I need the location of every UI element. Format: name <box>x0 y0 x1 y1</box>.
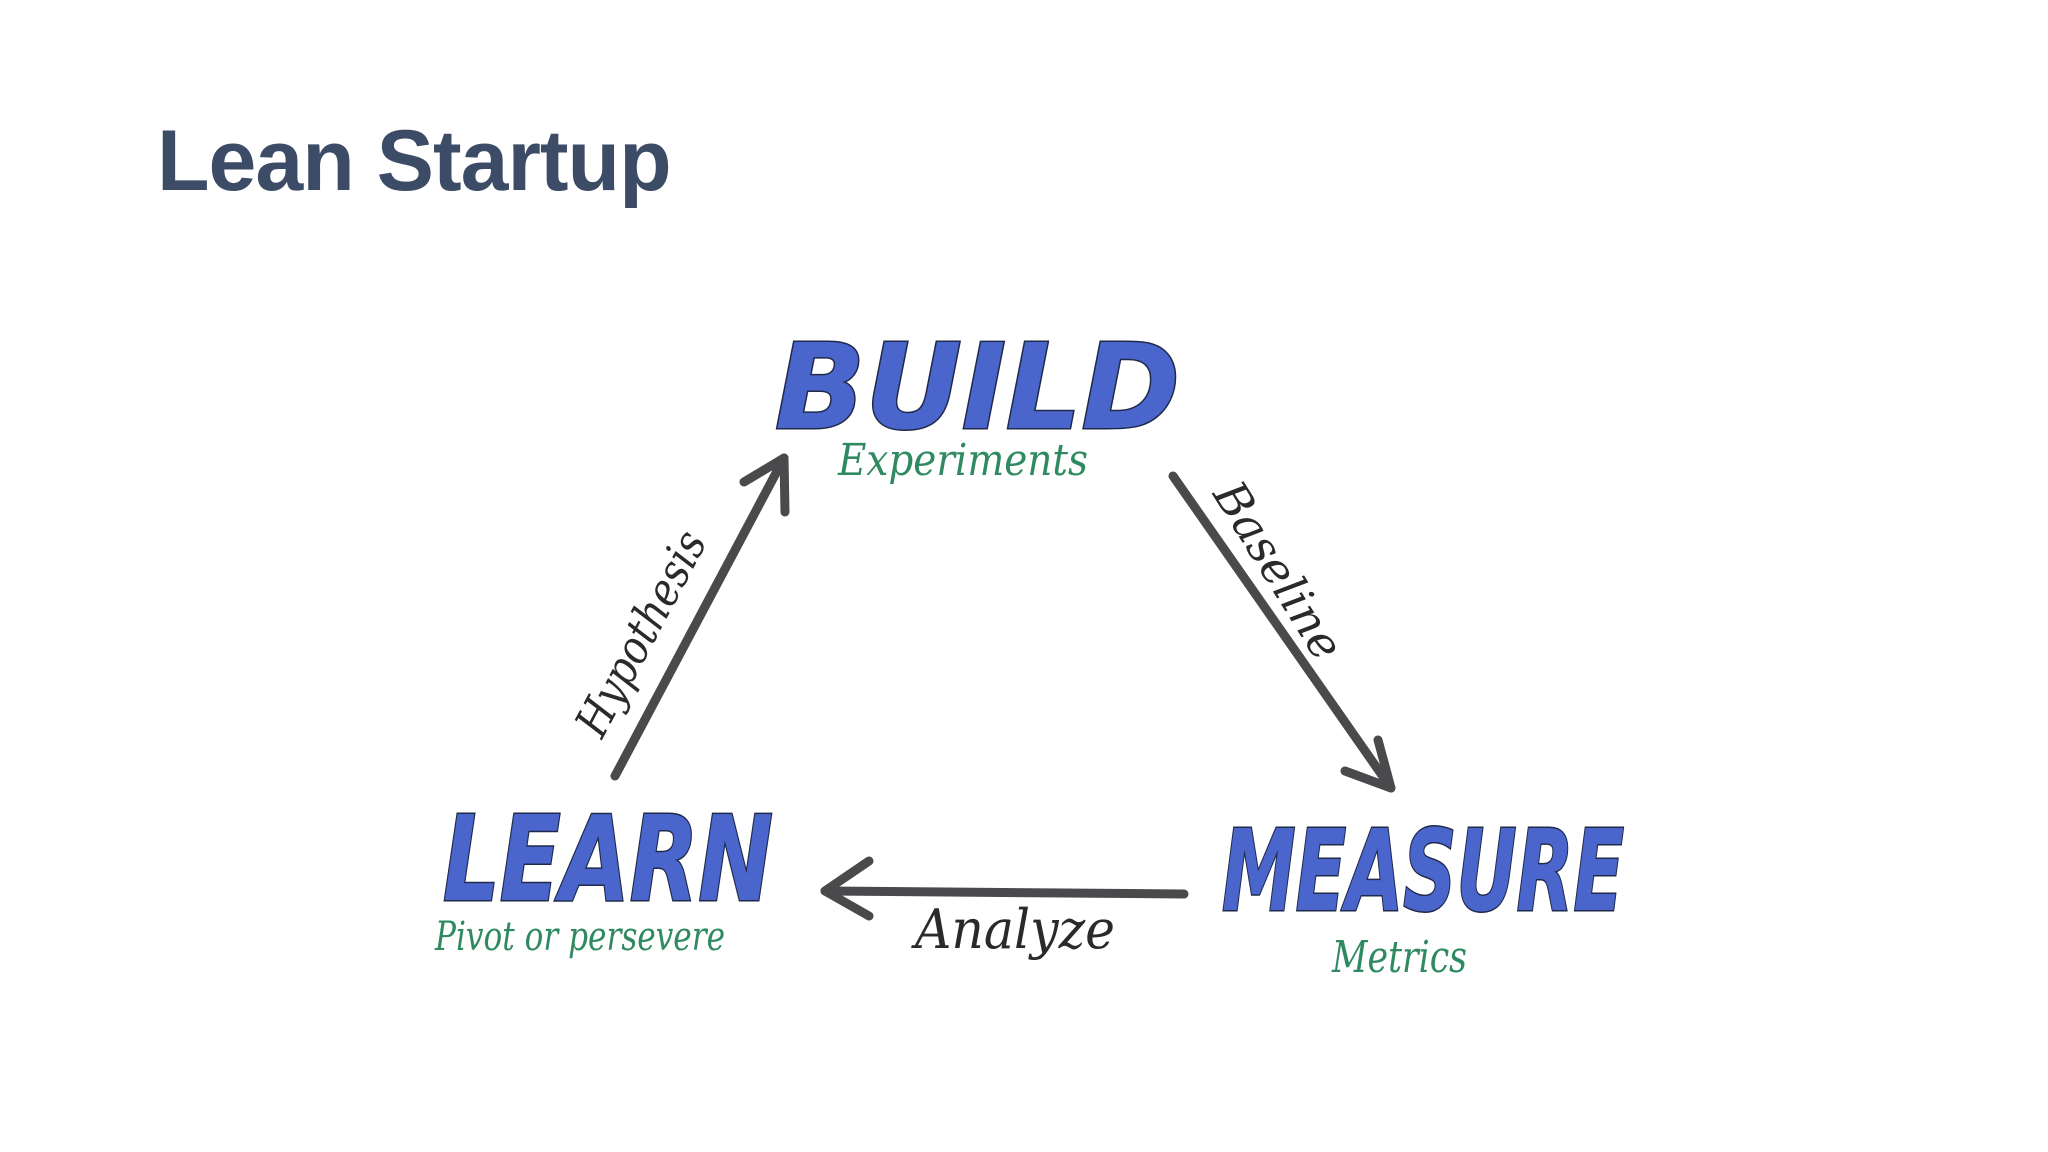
measure-node: MEASURE Metrics <box>1221 806 1626 984</box>
arrow-learn-to-build: Hypothesis <box>564 453 790 781</box>
arrow-learn-to-build-line <box>610 453 789 781</box>
arrow-build-to-measure-line <box>1168 471 1396 793</box>
measure-subtitle: Metrics <box>1331 932 1467 983</box>
slide-title: Lean Startup <box>157 113 672 209</box>
learn-node: LEARN Pivot or persevere <box>434 789 774 961</box>
learn-subtitle: Pivot or persevere <box>434 914 725 960</box>
arrow-measure-to-learn-line <box>820 886 1189 899</box>
build-label: BUILD <box>775 318 1180 456</box>
arrow-measure-to-learn: Analyze <box>820 856 1189 961</box>
arrow-learn-to-build-head <box>739 453 790 517</box>
arrow-measure-to-learn-label: Analyze <box>910 898 1115 961</box>
build-node: BUILD Experiments <box>774 317 1182 487</box>
arrow-build-to-measure-label: Baseline <box>1202 470 1354 669</box>
learn-label: LEARN <box>443 790 773 928</box>
build-subtitle: Experiments <box>837 435 1088 486</box>
measure-label: MEASURE <box>1222 807 1624 937</box>
arrow-build-to-measure: Baseline <box>1168 470 1396 793</box>
arrow-measure-to-learn-head <box>820 856 874 921</box>
arrow-build-to-measure-head <box>1340 735 1396 793</box>
